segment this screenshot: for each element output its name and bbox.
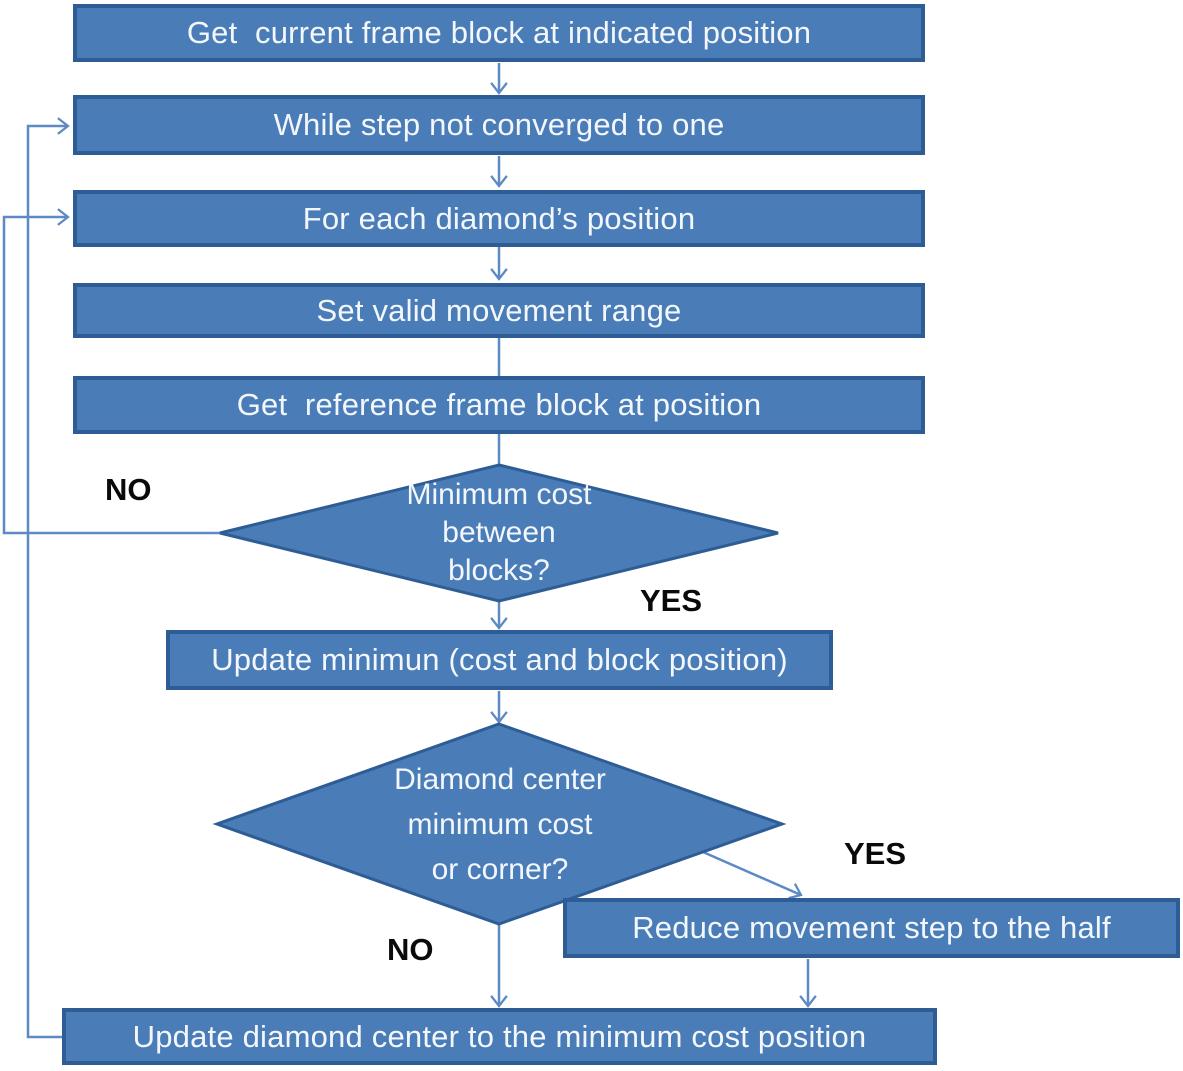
- process-box-while-step: While step not converged to one: [73, 95, 925, 155]
- decision-diamond-center-or-corner: [212, 722, 787, 926]
- process-label: For each diamond’s position: [302, 200, 696, 236]
- decision-diamond-min-cost: [219, 463, 779, 603]
- process-label: Get current frame block at indicated pos…: [186, 15, 812, 51]
- decision-label-min-cost: Minimum cost between blocks?: [406, 478, 592, 587]
- process-label: Update diamond center to the minimum cos…: [132, 1018, 867, 1054]
- edge-label-yes-center: YES: [844, 836, 907, 871]
- arrow-decision2-yes-to-reduce-step: [702, 850, 803, 900]
- process-label: Reduce movement step to the half: [632, 910, 1111, 946]
- process-box-set-valid-range: Set valid movement range: [73, 283, 925, 338]
- edge-label-no-center: NO: [387, 932, 434, 967]
- feedback-loop-no-to-for-each: [2, 208, 220, 535]
- process-box-for-each-diamond-position: For each diamond’s position: [73, 190, 925, 247]
- process-label: Get reference frame block at position: [236, 387, 762, 423]
- process-box-get-reference-frame: Get reference frame block at position: [73, 376, 925, 434]
- decision-group: [212, 463, 787, 926]
- connector-group: [2, 63, 817, 1039]
- process-label: Update minimun (cost and block position): [211, 642, 788, 678]
- process-label: While step not converged to one: [273, 107, 725, 143]
- process-box-update-minimum: Update minimun (cost and block position): [166, 630, 833, 690]
- process-label: Set valid movement range: [316, 292, 682, 328]
- process-box-get-current-frame: Get current frame block at indicated pos…: [73, 4, 925, 62]
- feedback-loop-update-center-to-while: [26, 117, 70, 1039]
- process-box-update-diamond-center: Update diamond center to the minimum cos…: [62, 1008, 937, 1065]
- edge-label-yes-min-cost: YES: [640, 583, 703, 618]
- decision-label-center-or-corner: Diamond center minimum cost or corner?: [394, 763, 606, 886]
- process-box-reduce-movement-step: Reduce movement step to the half: [563, 898, 1180, 958]
- edge-label-no-min-cost: NO: [105, 472, 152, 507]
